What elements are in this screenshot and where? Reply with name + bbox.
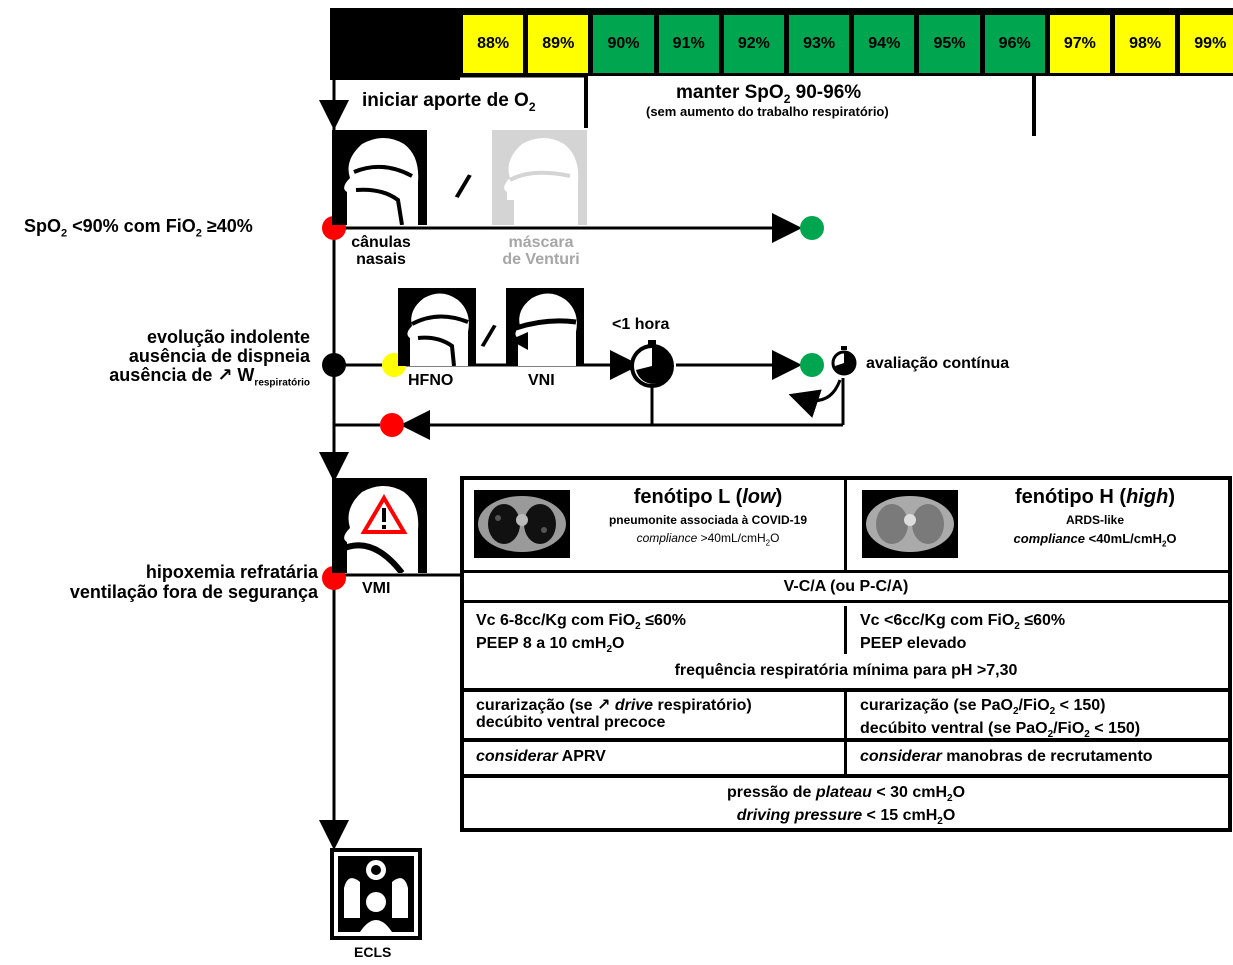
spo2-cell: 98% (1112, 12, 1179, 76)
ct-low-image (474, 490, 570, 558)
spo2-cell: 89% (525, 12, 592, 76)
maintain-note: (sem aumento do trabalho respiratório) (646, 104, 889, 119)
ecls-icon (330, 848, 422, 940)
high-consider: considerar manobras de recrutamento (860, 748, 1153, 765)
vmi-label: VMI (362, 580, 391, 597)
ct-high-image (862, 490, 958, 558)
plateau-pressure: pressão de plateau < 30 cmH2O driving pr… (726, 784, 966, 828)
low-vc-text: Vc 6-8cc/Kg com FiO2 ≤60% PEEP 8 a 10 cm… (476, 612, 686, 656)
spo2-cell: 88% (460, 12, 527, 76)
spo2-cell: 94% (851, 12, 918, 76)
venturi-mask-icon (492, 130, 587, 225)
ecls-label: ECLS (354, 944, 392, 960)
vni-icon (506, 288, 584, 366)
spo2-cell: 96% (981, 12, 1048, 76)
stopwatch-icon (628, 340, 676, 388)
start-o2-label: iniciar aporte de O2 (362, 90, 536, 114)
maintain-spo2-label: manter SpO2 90-96% (676, 82, 862, 106)
row2-green-dot (800, 353, 824, 377)
row3-condition: hipoxemia refratária ventilação fora de … (69, 562, 318, 602)
vni-label: VNI (528, 372, 555, 389)
low-curarization: curarização (se ↗ drive respiratório) de… (476, 697, 752, 731)
small-stopwatch-icon (830, 346, 858, 376)
return-red-dot (380, 413, 404, 437)
hfno-icon (398, 288, 476, 367)
scale-divider-right (1032, 76, 1036, 136)
row2-condition: evolução indolente ausência de dispneia … (109, 327, 310, 389)
row1-condition: SpO2 <90% com FiO2 ≥40% (24, 216, 253, 240)
high-curarization: curarização (se PaO2/FiO2 < 150) decúbit… (860, 697, 1141, 741)
cannula-label: cânulas nasais (351, 234, 411, 268)
ventilation-mode: V-C/A (ou P-C/A) (783, 578, 909, 595)
vmi-icon (332, 478, 427, 575)
phenotype-h-header: fenótipo H (high) ARDS-like compliance <… (1013, 486, 1177, 549)
continuous-eval-label: avaliação contínua (866, 355, 1010, 372)
nasal-cannula-icon (332, 130, 427, 226)
row1-green-dot (800, 216, 824, 240)
scale-divider-left (584, 76, 588, 128)
low-consider: considerar APRV (476, 748, 606, 765)
spo2-cell: 99% (1177, 12, 1233, 76)
spo2-cell: 93% (786, 12, 853, 76)
venturi-label: máscara de Venturi (502, 234, 580, 268)
feedback-curve (788, 379, 842, 418)
spo2-cell: 92% (720, 12, 787, 76)
respiratory-frequency: frequência respiratória mínima para pH >… (674, 662, 1018, 679)
spo2-cell: 95% (916, 12, 983, 76)
phenotype-l-header: fenótipo L (low) pneumonite associada à … (608, 486, 808, 548)
time-label: <1 hora (612, 316, 670, 333)
spo2-cell: 91% (655, 12, 722, 76)
scale-top-border (330, 8, 1233, 12)
spo2-cell: 90% (590, 12, 657, 76)
scale-black-block (330, 10, 460, 80)
row2-black-dot (322, 353, 346, 377)
high-vc-text: Vc <6cc/Kg com FiO2 ≤60% PEEP elevado (860, 612, 1066, 653)
hfno-label: HFNO (408, 372, 454, 389)
spo2-cell: 97% (1046, 12, 1113, 76)
